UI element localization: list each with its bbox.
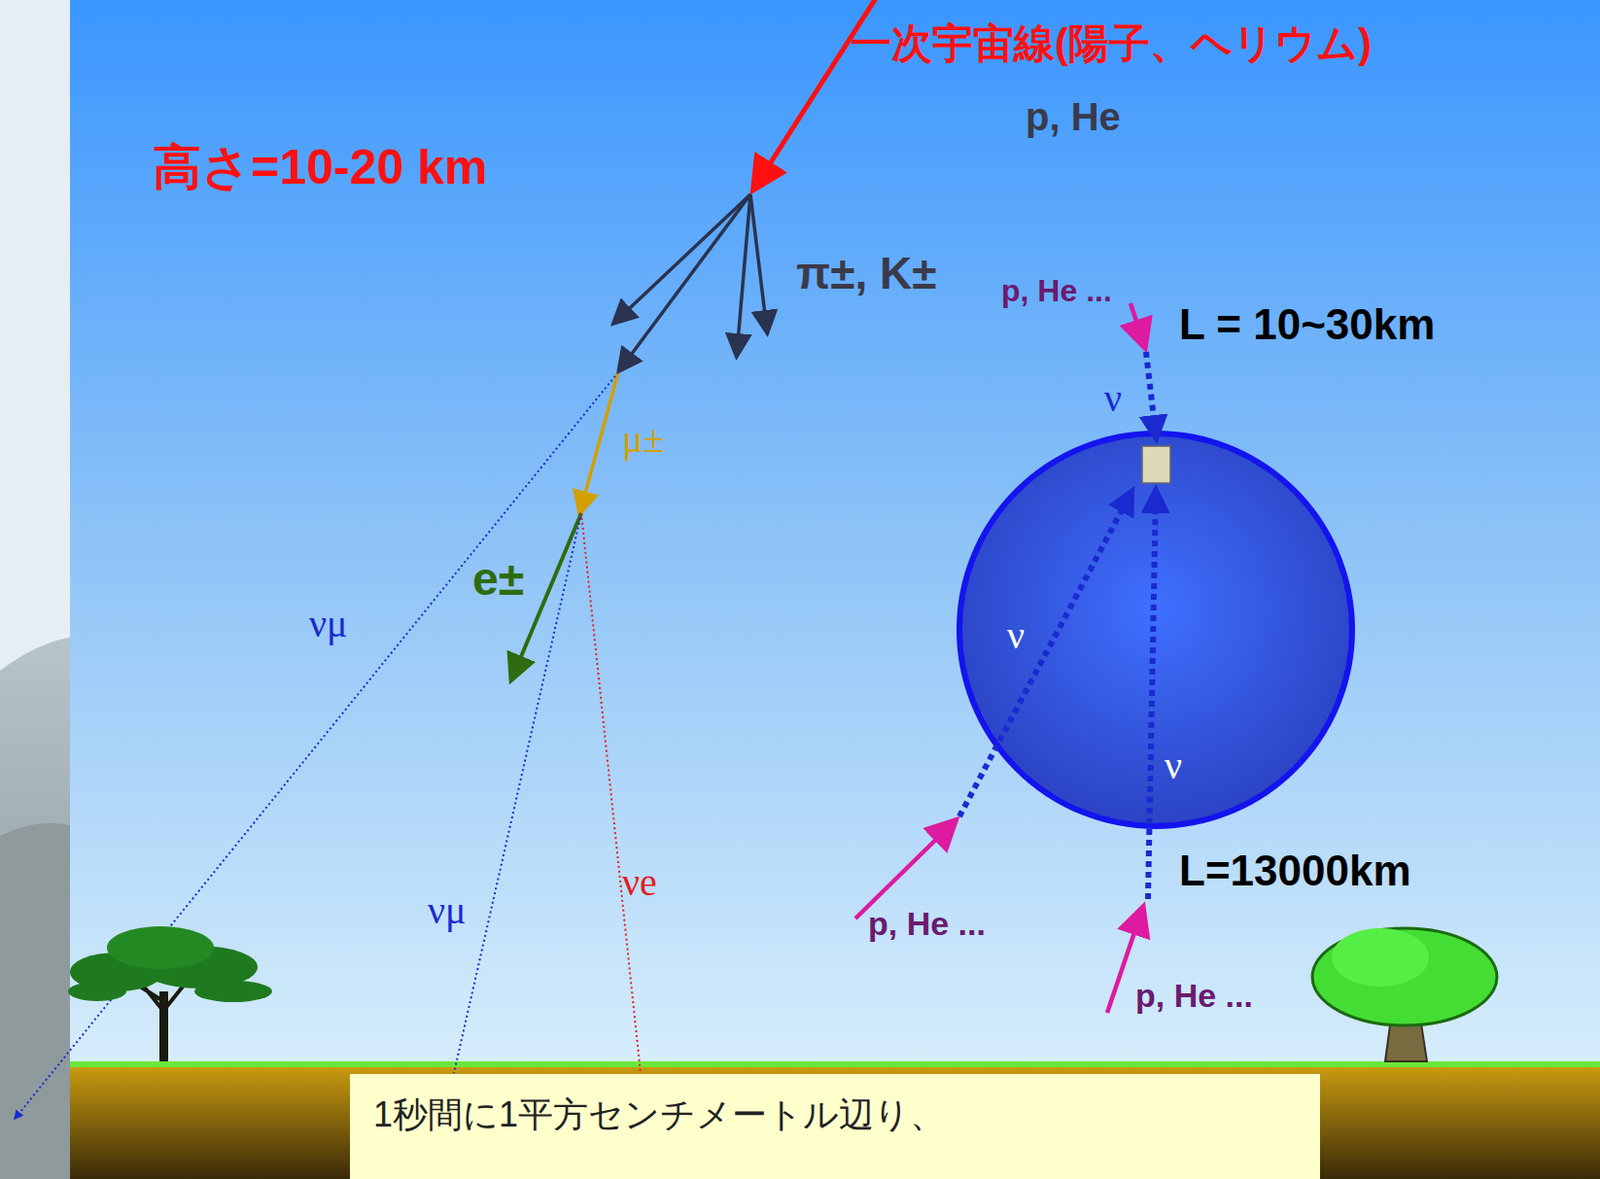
neutrino-label: ν	[1104, 377, 1122, 420]
primary-ray-label: 一次宇宙線(陽子、ヘリウム)	[850, 21, 1372, 67]
distance-label: L=13000km	[1179, 847, 1412, 895]
neutrino-label: ν	[1007, 614, 1025, 658]
note-text: 1秒間に1平方センチメートル辺り、	[373, 1091, 1297, 1140]
particle-label: p, He ...	[868, 905, 986, 942]
note-box: 1秒間に1平方センチメートル辺り、	[349, 1074, 1321, 1179]
muon-label: μ±	[622, 417, 664, 461]
distance-label: L = 10~30km	[1179, 301, 1435, 348]
meson-label: π±, K±	[796, 248, 938, 299]
neutrino-label: ν	[1164, 744, 1183, 788]
particle-label: p, He ...	[1135, 977, 1253, 1014]
electron-label: e±	[472, 554, 524, 606]
neutrino-label: νe	[622, 861, 658, 905]
neutrino-label: νμ	[427, 889, 467, 933]
particle-label: p, He ...	[1001, 274, 1113, 309]
neutrino-label: νμ	[309, 602, 348, 646]
height-label: 高さ=10-20 km	[152, 140, 487, 195]
particle-label: p, He	[1025, 95, 1121, 139]
